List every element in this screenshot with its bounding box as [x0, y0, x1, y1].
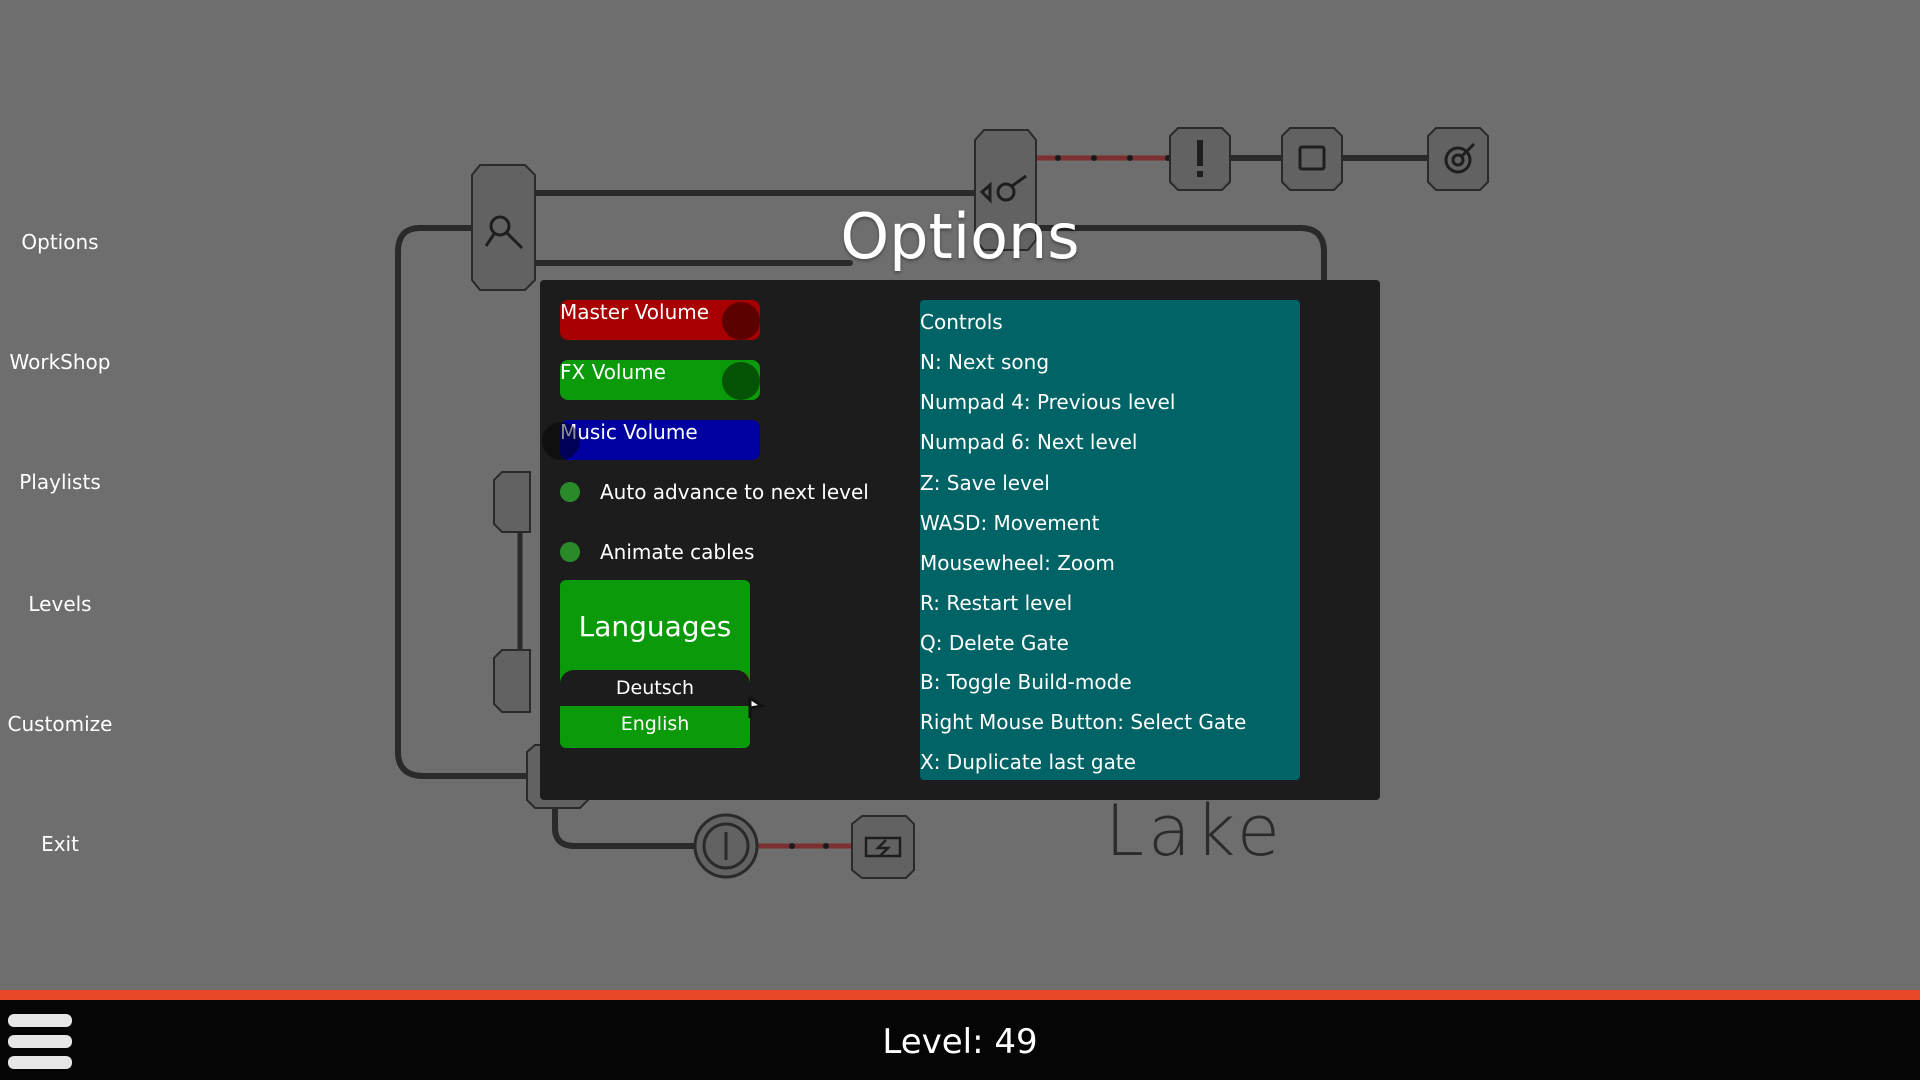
menu-levels[interactable]: Levels	[28, 592, 92, 616]
chip-gate	[1281, 127, 1343, 191]
slider-knob[interactable]	[542, 422, 580, 460]
slider-knob[interactable]	[722, 362, 760, 400]
control-item: N: Next song	[920, 350, 1050, 374]
toggle-indicator-icon[interactable]	[560, 542, 580, 562]
level-name-label: Lake	[1105, 790, 1285, 872]
control-item: Numpad 4: Previous level	[920, 390, 1176, 414]
auto-advance-label: Auto advance to next level	[600, 480, 869, 504]
magnifier-icon	[484, 215, 524, 250]
control-item: X: Duplicate last gate	[920, 750, 1136, 774]
sensor-gate	[471, 164, 536, 291]
menu-workshop[interactable]: WorkShop	[9, 350, 111, 374]
chip-icon	[1298, 145, 1326, 171]
menu-options[interactable]: Options	[21, 230, 99, 254]
master-volume-slider[interactable]: Master Volume	[560, 300, 760, 340]
controls-title: Controls	[920, 310, 1003, 334]
control-item: Numpad 6: Next level	[920, 430, 1138, 454]
circuit-board	[395, 127, 1489, 879]
auto-advance-toggle[interactable]: Auto advance to next level	[560, 480, 880, 510]
languages-dropdown[interactable]: Languages Deutsch English	[560, 580, 766, 748]
control-item: B: Toggle Build-mode	[920, 670, 1132, 694]
toggle-indicator-icon[interactable]	[560, 482, 580, 502]
joint-icon	[979, 174, 1027, 204]
control-item: Mousewheel: Zoom	[920, 551, 1115, 575]
animate-cables-label: Animate cables	[600, 540, 755, 564]
menu-exit[interactable]: Exit	[41, 832, 79, 856]
joint-gate	[974, 129, 1037, 251]
language-option-deutsch[interactable]: Deutsch	[560, 670, 750, 706]
languages-title: Languages	[578, 610, 732, 643]
slider-knob[interactable]	[722, 302, 760, 340]
animate-cables-toggle[interactable]: Animate cables	[560, 540, 880, 570]
control-item: WASD: Movement	[920, 511, 1100, 535]
options-title: Options	[840, 200, 1080, 273]
bottom-bar: Level: 49	[0, 1000, 1920, 1080]
music-volume-label: Music Volume	[560, 420, 698, 444]
master-volume-label: Master Volume	[560, 300, 710, 324]
fx-volume-slider[interactable]: FX Volume	[560, 360, 760, 400]
control-item: Z: Save level	[920, 471, 1050, 495]
switch-gate	[693, 813, 759, 879]
fx-volume-label: FX Volume	[560, 360, 666, 384]
options-panel: Master Volume FX Volume Music Volume Aut…	[540, 280, 1380, 800]
target-gate	[1427, 127, 1489, 191]
control-item: Q: Delete Gate	[920, 631, 1069, 655]
hamburger-menu-icon[interactable]	[8, 1014, 72, 1070]
language-option-english[interactable]: English	[560, 706, 750, 742]
bottom-accent-stripe	[0, 990, 1920, 1000]
control-item: R: Restart level	[920, 591, 1073, 615]
target-icon	[1444, 142, 1476, 174]
battery-icon	[864, 836, 902, 858]
control-item: Right Mouse Button: Select Gate	[920, 710, 1247, 734]
mouse-cursor-icon	[748, 696, 766, 718]
menu-customize[interactable]: Customize	[7, 712, 113, 736]
menu-playlists[interactable]: Playlists	[19, 470, 101, 494]
music-volume-slider[interactable]: Music Volume	[542, 420, 760, 460]
controls-list: Controls N: Next song Numpad 4: Previous…	[920, 300, 1300, 780]
exclamation-icon	[1197, 140, 1203, 177]
level-indicator: Level: 49	[882, 1022, 1038, 1062]
